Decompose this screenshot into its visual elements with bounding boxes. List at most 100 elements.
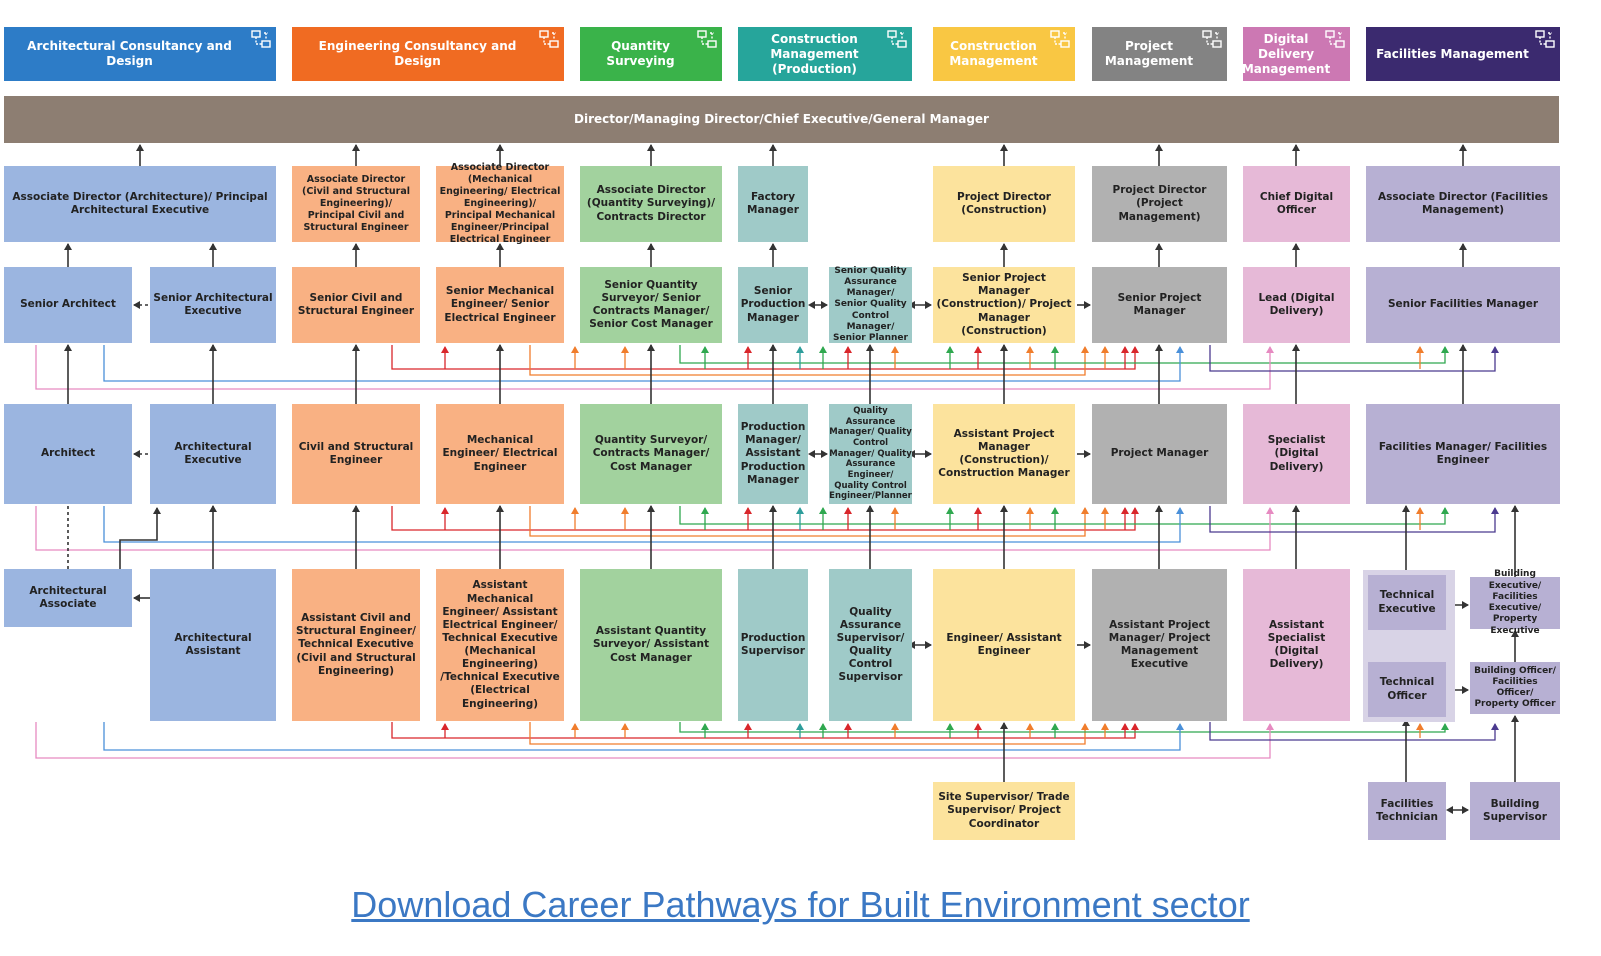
role-r1-qs[interactable]: Associate Director (Quantity Surveying)/… [580,166,722,242]
role-r4-mech[interactable]: Assistant Mechanical Engineer/ Assistant… [436,569,564,721]
role-r3-prod[interactable]: Production Manager/ Assistant Production… [738,404,808,504]
role-label: Architectural Assistant [174,631,252,657]
role-r3-civ[interactable]: Civil and Structural Engineer [292,404,420,504]
network-icon [1202,30,1222,50]
role-label: Civil and Structural Engineer [298,440,414,466]
role-r2-civ[interactable]: Senior Civil and Structural Engineer [292,267,420,343]
role-r2-prod[interactable]: Senior Production Manager [738,267,808,343]
sector-header-fm[interactable]: Facilities Management [1366,27,1560,81]
role-r3-mech[interactable]: Mechanical Engineer/ Electrical Engineer [436,404,564,504]
role-r3-aexe[interactable]: Architectural Executive [150,404,276,504]
role-r2-mech[interactable]: Senior Mechanical Engineer/ Senior Elect… [436,267,564,343]
role-r1-arch[interactable]: Associate Director (Architecture)/ Princ… [4,166,276,242]
role-label: Senior Facilities Manager [1387,298,1539,311]
role-label: Senior Civil and Structural Engineer [297,291,415,317]
role-label: Chief Digital Officer [1259,190,1334,216]
role-label: Project Director (Project Management) [1112,184,1207,223]
director-bar[interactable]: Director/Managing Director/Chief Executi… [4,96,1559,143]
sector-header-ddm[interactable]: Digital Delivery Management [1242,27,1350,81]
role-r3-fm[interactable]: Facilities Manager/ Facilities Engineer [1366,404,1560,504]
role-r1-fac[interactable]: Factory Manager [738,166,808,242]
sector-header-label: Engineering Consultancy and Design [318,39,517,68]
download-link-wrapper: Download Career Pathways for Built Envir… [0,884,1601,926]
network-icon [1050,30,1070,50]
role-r4-tofc[interactable]: Technical Officer [1368,662,1446,717]
role-r1-civ[interactable]: Associate Director (Civil and Structural… [292,166,420,242]
sector-header-pm[interactable]: Project Management [1092,27,1227,81]
role-r5-bsup[interactable]: Building Supervisor [1470,782,1560,840]
role-label: Quality Assurance Manager/ Quality Contr… [829,406,912,502]
role-label: Building Supervisor [1483,797,1547,823]
role-label: Associate Director (Architecture)/ Princ… [12,190,268,216]
role-r3-ddm[interactable]: Specialist (Digital Delivery) [1243,404,1350,504]
role-r3-qs[interactable]: Quantity Surveyor/ Contracts Manager/ Co… [580,404,722,504]
role-r3-arch[interactable]: Architect [4,404,132,504]
role-label: Assistant Project Manager (Construction)… [938,427,1070,480]
role-r1-fm[interactable]: Associate Director (Facilities Managemen… [1366,166,1560,242]
role-label: Technical Executive [1378,589,1436,615]
role-r4-aasoc[interactable]: Architectural Associate [4,569,132,627]
role-r2-qs[interactable]: Senior Quantity Surveyor/ Senior Contrac… [580,267,722,343]
role-r3-pm[interactable]: Project Manager [1092,404,1227,504]
role-r4-qs[interactable]: Assistant Quantity Surveyor/ Assistant C… [580,569,722,721]
role-label: Assistant Quantity Surveyor/ Assistant C… [593,625,709,664]
sector-header-qs[interactable]: Quantity Surveying [580,27,722,81]
network-icon [887,30,907,50]
role-label: Senior Architectural Executive [153,291,273,317]
network-icon [1535,30,1555,50]
role-r4-cm[interactable]: Engineer/ Assistant Engineer [933,569,1075,721]
role-label: Assistant Mechanical Engineer/ Assistant… [440,579,560,710]
sector-header-label: Construction Management [949,39,1038,68]
role-label: Production Supervisor [740,631,806,657]
download-career-pathways-link[interactable]: Download Career Pathways for Built Envir… [351,884,1250,925]
role-label: Associate Director (Quantity Surveying)/… [586,184,716,223]
role-r1-mech[interactable]: Associate Director (Mechanical Engineeri… [436,162,564,245]
role-r4-qa[interactable]: Quality Assurance Supervisor/ Quality Co… [829,569,912,721]
role-r4-texe[interactable]: Technical Executive [1368,575,1446,630]
network-icon [697,30,717,50]
role-r3-qa[interactable]: Quality Assurance Manager/ Quality Contr… [829,404,912,504]
role-r4-bofc[interactable]: Building Officer/ Facilities Officer/ Pr… [1470,662,1560,714]
role-r5-site[interactable]: Site Supervisor/ Trade Supervisor/ Proje… [933,782,1075,840]
sector-header-label: Facilities Management [1376,46,1529,61]
role-r2-fm[interactable]: Senior Facilities Manager [1366,267,1560,343]
role-label: Architect [41,447,95,460]
role-r2-cm[interactable]: Senior Project Manager (Construction)/ P… [933,267,1075,343]
role-label: Quantity Surveyor/ Contracts Manager/ Co… [592,434,710,473]
role-label: Project Manager [1110,447,1209,460]
role-r2-qa[interactable]: Senior Quality Assurance Manager/ Senior… [829,265,912,344]
role-r1-cm[interactable]: Project Director (Construction) [933,166,1075,242]
role-r5-ftech[interactable]: Facilities Technician [1368,782,1446,840]
role-r4-prod[interactable]: Production Supervisor [738,569,808,721]
sector-header-eng[interactable]: Engineering Consultancy and Design [292,27,564,81]
role-r4-ddm[interactable]: Assistant Specialist (Digital Delivery) [1243,569,1350,721]
role-label: Specialist (Digital Delivery) [1267,434,1326,473]
role-r4-bexe[interactable]: Building Executive/ Facilities Executive… [1470,569,1560,636]
role-label: Senior Project Manager (Construction)/ P… [936,272,1072,337]
role-r2-ddm[interactable]: Lead (Digital Delivery) [1243,267,1350,343]
sector-header-arch[interactable]: Architectural Consultancy and Design [4,27,276,81]
role-r3-cm[interactable]: Assistant Project Manager (Construction)… [933,404,1075,504]
role-label: Project Director (Construction) [957,190,1051,216]
role-r4-pm[interactable]: Assistant Project Manager/ Project Manag… [1092,569,1227,721]
role-label: Building Executive/ Facilities Executive… [1488,569,1542,636]
sector-header-cmp[interactable]: Construction Management (Production) [738,27,912,81]
role-label: Senior Quality Assurance Manager/ Senior… [833,265,908,344]
role-label: Architectural Executive [174,440,252,466]
role-label: Associate Director (Civil and Structural… [302,174,410,233]
role-r4-civ[interactable]: Assistant Civil and Structural Engineer/… [292,569,420,721]
sector-header-cm[interactable]: Construction Management [933,27,1075,81]
role-label: Site Supervisor/ Trade Supervisor/ Proje… [938,791,1070,830]
role-label: Assistant Project Manager/ Project Manag… [1108,618,1211,671]
role-r1-pm[interactable]: Project Director (Project Management) [1092,166,1227,242]
role-label: Mechanical Engineer/ Electrical Engineer [442,434,558,473]
role-label: Facilities Manager/ Facilities Engineer [1378,440,1548,466]
network-icon [1325,30,1345,50]
role-r2-saexe[interactable]: Senior Architectural Executive [150,267,276,343]
role-r2-sarch[interactable]: Senior Architect [4,267,132,343]
role-r2-pm[interactable]: Senior Project Manager [1092,267,1227,343]
network-icon [539,30,559,50]
role-r4-aasst[interactable]: Architectural Assistant [150,569,276,721]
role-label: Senior Architect [20,298,116,311]
role-r1-ddm[interactable]: Chief Digital Officer [1243,166,1350,242]
